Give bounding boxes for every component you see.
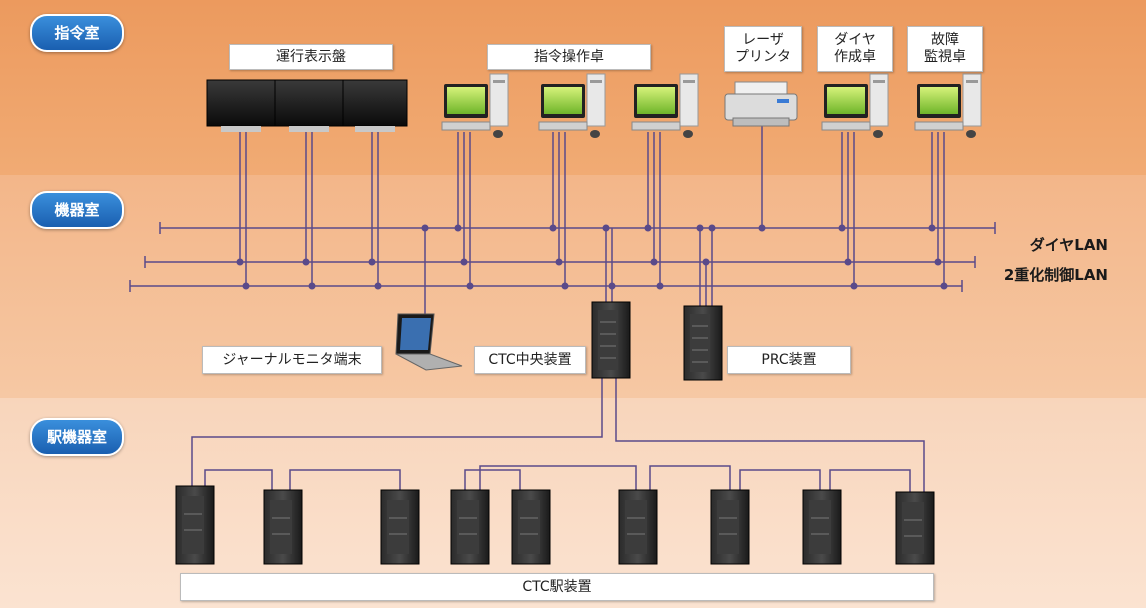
junction-dots	[236, 224, 948, 290]
display-panel-monitors	[206, 79, 408, 132]
lan-buses	[129, 222, 996, 292]
ctc-station-label: CTC駅装置	[180, 573, 934, 601]
zone-label-equipment-room: 機器室	[30, 191, 124, 229]
ctc-central-label: CTC中央装置	[474, 346, 586, 374]
diagram-console-pc	[821, 73, 889, 138]
station-server-icon	[511, 489, 551, 565]
station-server-icon	[895, 491, 935, 565]
dual-control-lan-label: 2重化制御LAN	[1003, 266, 1108, 284]
fault-console-label: 故障 監視卓	[907, 26, 983, 72]
laser-printer-label: レーザ プリンタ	[724, 26, 802, 72]
journal-terminal-label: ジャーナルモニタ端末	[202, 346, 382, 374]
station-wiring	[191, 378, 925, 496]
diagram-console-label: ダイヤ 作成卓	[817, 26, 893, 72]
laptop-icon	[395, 313, 463, 371]
display-panel-label: 運行表示盤	[229, 44, 393, 70]
station-servers	[175, 485, 935, 565]
command-console-pc-3	[631, 73, 699, 138]
diagram-lan-label: ダイヤLAN	[1029, 236, 1108, 254]
command-console-label: 指令操作卓	[487, 44, 651, 70]
station-server-icon	[710, 489, 750, 565]
station-server-icon	[802, 489, 842, 565]
workstation-pcs	[441, 73, 982, 138]
station-server-icon	[380, 489, 420, 565]
station-server-icon	[450, 489, 490, 565]
station-server-icon	[618, 489, 658, 565]
zone-label-station-room: 駅機器室	[30, 418, 124, 456]
command-console-pc-2	[538, 73, 606, 138]
command-console-pc-1	[441, 73, 509, 138]
station-server-icon	[175, 485, 215, 565]
drop-lines	[239, 126, 945, 320]
station-server-icon	[263, 489, 303, 565]
zone-label-control-room: 指令室	[30, 14, 124, 52]
prc-server-icon	[683, 305, 723, 381]
prc-label: PRC装置	[727, 346, 851, 374]
printer-icon	[724, 81, 798, 127]
ctc-central-server-icon	[591, 301, 631, 379]
fault-console-pc	[914, 73, 982, 138]
